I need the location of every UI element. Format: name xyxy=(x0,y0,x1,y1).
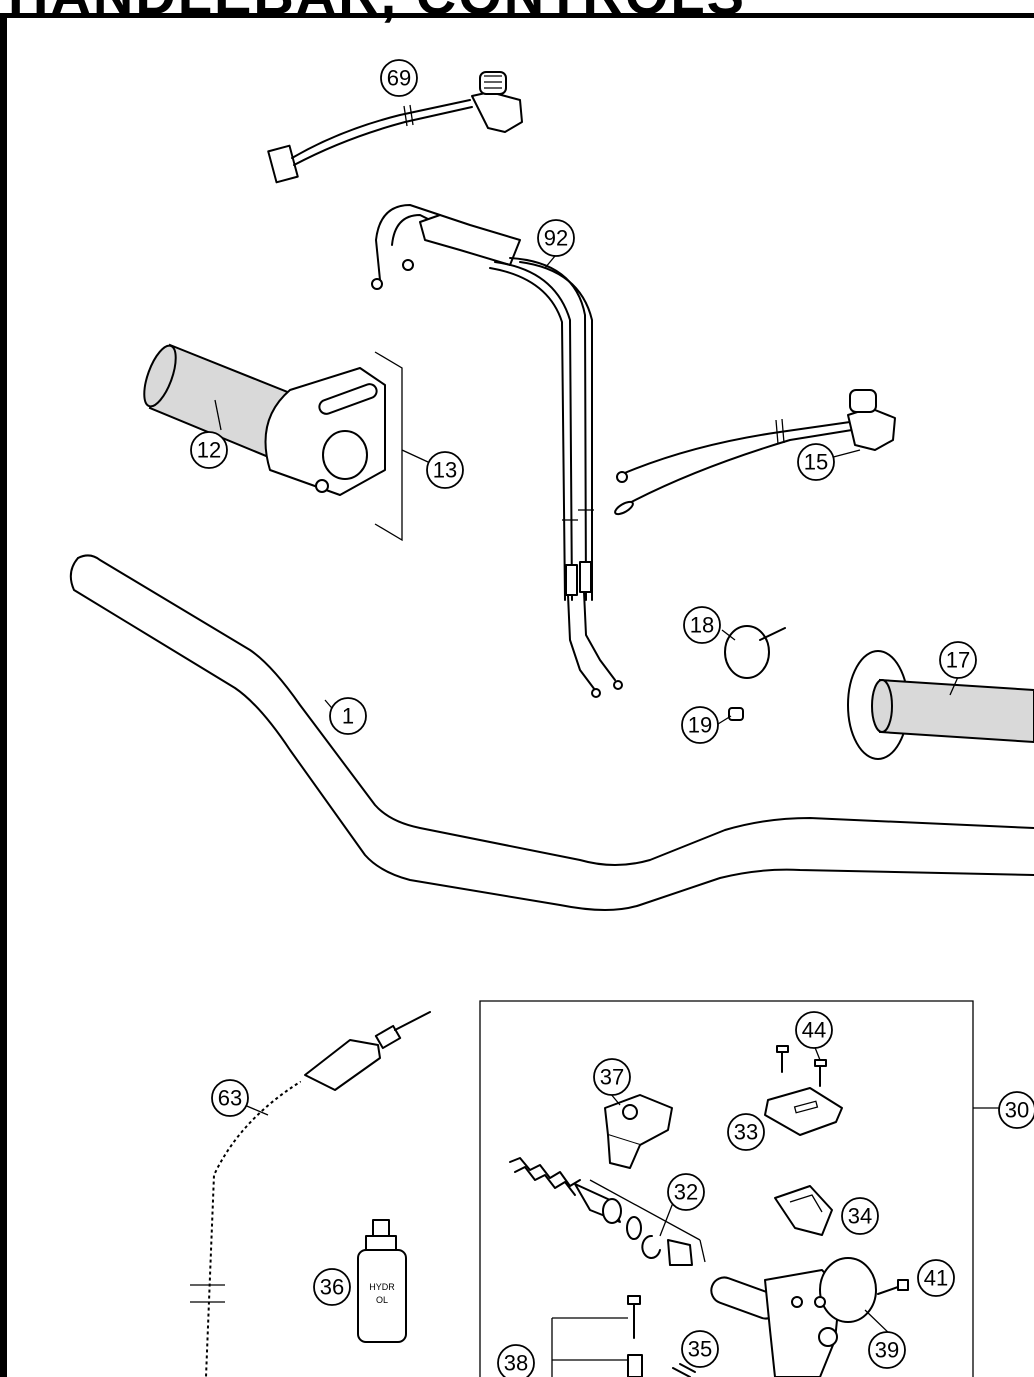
callout-18: 18 xyxy=(683,606,721,644)
svg-text:69: 69 xyxy=(387,66,411,91)
callout-12: 12 xyxy=(190,431,228,469)
screws-part[interactable] xyxy=(776,1045,827,1087)
nut-part[interactable] xyxy=(728,707,744,721)
callout-30: 30 xyxy=(998,1091,1034,1129)
reservoir-cap-part[interactable] xyxy=(764,1087,843,1136)
throttle-cables-part[interactable] xyxy=(371,204,623,698)
svg-text:44: 44 xyxy=(802,1018,826,1043)
left-grip-part[interactable] xyxy=(847,650,1034,760)
callout-39: 39 xyxy=(868,1331,906,1369)
callout-37: 37 xyxy=(593,1058,631,1096)
lever-clamp-part[interactable] xyxy=(604,1094,673,1169)
cable-tie-part[interactable] xyxy=(724,625,786,679)
svg-text:35: 35 xyxy=(688,1337,712,1362)
throttle-housing-bracket xyxy=(374,351,429,542)
piston-part[interactable] xyxy=(509,1157,706,1266)
callout-33: 33 xyxy=(727,1113,765,1151)
callout-19: 19 xyxy=(681,706,719,744)
callout-32: 32 xyxy=(667,1173,705,1211)
svg-text:17: 17 xyxy=(946,648,970,673)
callout-36: 36 xyxy=(313,1268,351,1306)
bolt-part[interactable] xyxy=(877,1279,909,1295)
oil-bottle-part[interactable]: HYDR OL xyxy=(357,1219,407,1343)
kill-switch-part[interactable] xyxy=(267,71,523,184)
svg-text:33: 33 xyxy=(734,1120,758,1145)
callout-44: 44 xyxy=(795,1011,833,1049)
brake-assembly-box xyxy=(479,1000,1000,1377)
svg-text:12: 12 xyxy=(197,438,221,463)
svg-text:1: 1 xyxy=(342,704,354,729)
callout-92: 92 xyxy=(537,219,575,257)
callout-63: 63 xyxy=(211,1079,249,1117)
frame-border-left xyxy=(0,13,7,1377)
svg-text:15: 15 xyxy=(804,450,828,475)
throttle-grip-part[interactable] xyxy=(138,342,386,496)
callout-41: 41 xyxy=(917,1259,955,1297)
callout-34: 34 xyxy=(841,1197,879,1235)
spring-part[interactable] xyxy=(672,1363,696,1377)
pin-part[interactable] xyxy=(551,1295,643,1377)
callout-15: 15 xyxy=(797,443,835,481)
callout-17: 17 xyxy=(939,641,977,679)
svg-text:38: 38 xyxy=(504,1351,528,1376)
svg-text:36: 36 xyxy=(320,1275,344,1300)
svg-text:41: 41 xyxy=(924,1266,948,1291)
callout-13: 13 xyxy=(426,451,464,489)
svg-text:37: 37 xyxy=(600,1065,624,1090)
switch-part[interactable] xyxy=(613,389,896,516)
bottle-label-line2: OL xyxy=(376,1295,388,1305)
diaphragm-part[interactable] xyxy=(774,1185,833,1236)
svg-text:19: 19 xyxy=(688,713,712,738)
svg-text:32: 32 xyxy=(674,1180,698,1205)
svg-text:18: 18 xyxy=(690,613,714,638)
frame-border-top xyxy=(0,13,1034,18)
svg-text:13: 13 xyxy=(433,458,457,483)
hose-part[interactable] xyxy=(190,1011,431,1377)
handlebar-part[interactable] xyxy=(69,554,1034,911)
callout-35: 35 xyxy=(681,1330,719,1368)
svg-text:30: 30 xyxy=(1005,1098,1029,1123)
svg-text:63: 63 xyxy=(218,1086,242,1111)
callout-38: 38 xyxy=(497,1344,535,1377)
svg-text:34: 34 xyxy=(848,1204,872,1229)
svg-text:92: 92 xyxy=(544,226,568,251)
callout-69: 69 xyxy=(380,59,418,97)
master-cylinder-part[interactable] xyxy=(708,1257,877,1377)
bottle-label-line1: HYDR xyxy=(369,1282,395,1292)
callout-1: 1 xyxy=(329,697,367,735)
svg-text:39: 39 xyxy=(875,1338,899,1363)
